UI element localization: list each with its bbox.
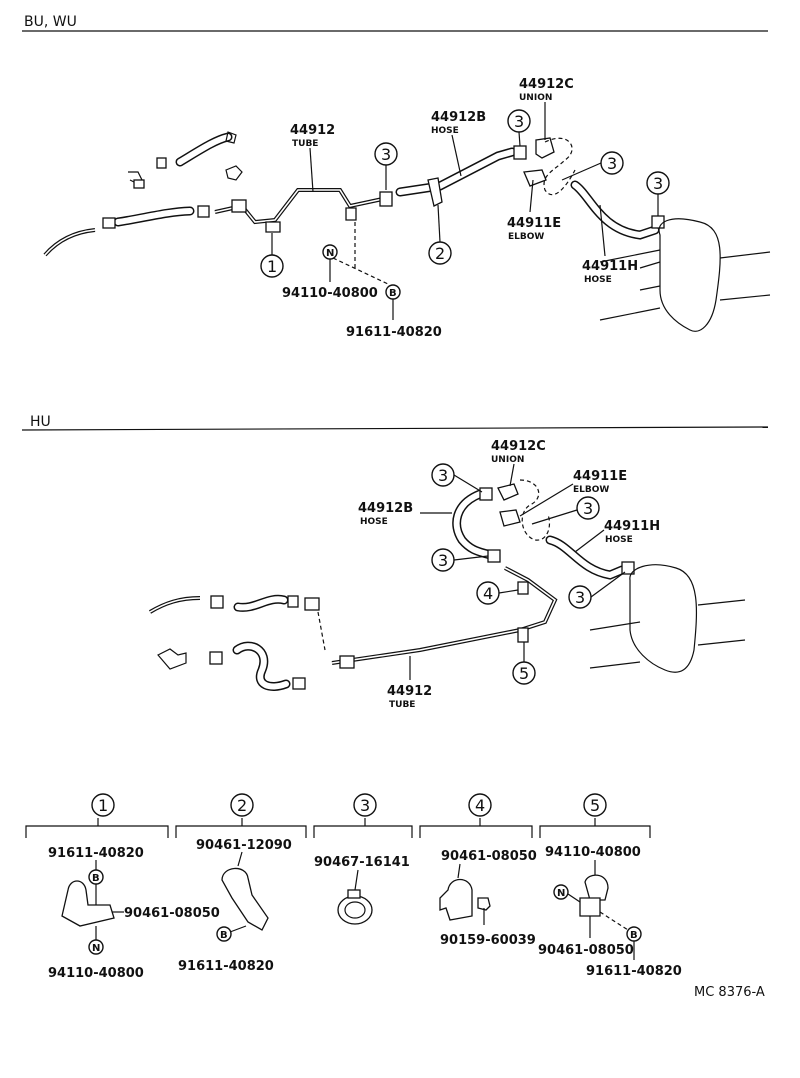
figure-code: MC 8376-A: [694, 985, 765, 1000]
kit-5-part: 90461-08050: [538, 943, 634, 958]
svg-text:B: B: [630, 930, 638, 941]
svg-text:5: 5: [590, 796, 600, 815]
svg-text:UNION: UNION: [491, 455, 524, 465]
svg-text:3: 3: [360, 796, 370, 815]
svg-text:2: 2: [435, 244, 445, 263]
svg-text:3: 3: [438, 551, 448, 570]
svg-text:B: B: [220, 930, 228, 941]
svg-text:3: 3: [583, 499, 593, 518]
label-elbow: 44911E: [507, 216, 561, 231]
label-hose-b: 44912B: [431, 110, 486, 125]
label-tube: 44912: [387, 684, 432, 699]
callout-3c: 3: [431, 548, 489, 572]
callout-3b: 3: [507, 109, 531, 147]
svg-text:N: N: [92, 943, 100, 954]
svg-text:TUBE: TUBE: [292, 139, 318, 149]
label-union: 44912C: [491, 439, 546, 454]
kit-3-part: 90467-16141: [314, 855, 410, 870]
svg-text:B: B: [92, 873, 100, 884]
kit-2-part: 90461-12090: [196, 838, 292, 853]
svg-text:N: N: [557, 888, 565, 899]
svg-text:B: B: [389, 288, 397, 299]
kit-4-number: 4: [468, 793, 492, 817]
svg-text:2: 2: [237, 796, 247, 815]
svg-text:HOSE: HOSE: [584, 275, 612, 285]
callout-1: 1: [260, 233, 284, 278]
callout-3d: 3: [568, 571, 626, 609]
kit-2-number: 2: [230, 793, 254, 817]
svg-text:3: 3: [438, 466, 448, 485]
section-hu: HU: [21, 414, 769, 710]
svg-text:1: 1: [267, 257, 277, 276]
label-hose-h: 44911H: [604, 519, 660, 534]
svg-text:3: 3: [607, 154, 617, 173]
section-divider: [21, 426, 769, 431]
svg-text:N: N: [326, 248, 334, 259]
section-title-hu: HU: [30, 414, 51, 430]
callout-3d: 3: [646, 171, 670, 216]
svg-text:3: 3: [514, 112, 524, 131]
kit-3-number: 3: [353, 793, 377, 817]
svg-text:TUBE: TUBE: [389, 700, 415, 710]
callout-5: 5: [512, 642, 536, 685]
callout-3a: 3: [374, 142, 398, 190]
svg-text:3: 3: [653, 174, 663, 193]
kit-4-part: 90159-60039: [440, 933, 536, 948]
svg-text:3: 3: [575, 588, 585, 607]
label-bolt: 91611-40820: [346, 325, 442, 340]
svg-text:5: 5: [519, 664, 529, 683]
callout-2: 2: [428, 204, 452, 265]
svg-text:4: 4: [475, 796, 485, 815]
kit-5-part: 94110-40800: [545, 845, 641, 860]
label-union: 44912C: [519, 77, 574, 92]
label-tube: 44912: [290, 123, 335, 138]
kit-1-part: 94110-40800: [48, 966, 144, 981]
svg-text:HOSE: HOSE: [431, 126, 459, 136]
label-hose-h: 44911H: [582, 259, 638, 274]
svg-text:HOSE: HOSE: [360, 517, 388, 527]
kit-2-part: 91611-40820: [178, 959, 274, 974]
kit-5-number: 5: [583, 793, 607, 817]
kit-5-part: 91611-40820: [586, 964, 682, 979]
svg-text:UNION: UNION: [519, 93, 552, 103]
svg-text:ELBOW: ELBOW: [508, 232, 544, 242]
label-elbow: 44911E: [573, 469, 627, 484]
label-hose-b: 44912B: [358, 501, 413, 516]
callout-3a: 3: [431, 463, 483, 493]
svg-text:4: 4: [483, 584, 493, 603]
svg-text:1: 1: [98, 796, 108, 815]
kits-section: 1 2 3 4 5 91611-40820 B 90461-08050 N 94…: [25, 793, 682, 981]
kit-1-number: 1: [91, 793, 115, 817]
callout-3b: 3: [531, 496, 600, 525]
label-nut: 94110-40800: [282, 286, 378, 301]
kit-1-part: 90461-08050: [124, 906, 220, 921]
callout-4: 4: [476, 581, 519, 605]
svg-text:ELBOW: ELBOW: [573, 485, 609, 495]
kit-1-part: 91611-40820: [48, 846, 144, 861]
svg-text:3: 3: [381, 145, 391, 164]
svg-text:HOSE: HOSE: [605, 535, 633, 545]
kit-4-part: 90461-08050: [441, 849, 537, 864]
section-bu-wu: BU, WU: [22, 14, 771, 340]
section-title-bu-wu: BU, WU: [24, 14, 77, 30]
callout-3c: 3: [561, 151, 624, 181]
